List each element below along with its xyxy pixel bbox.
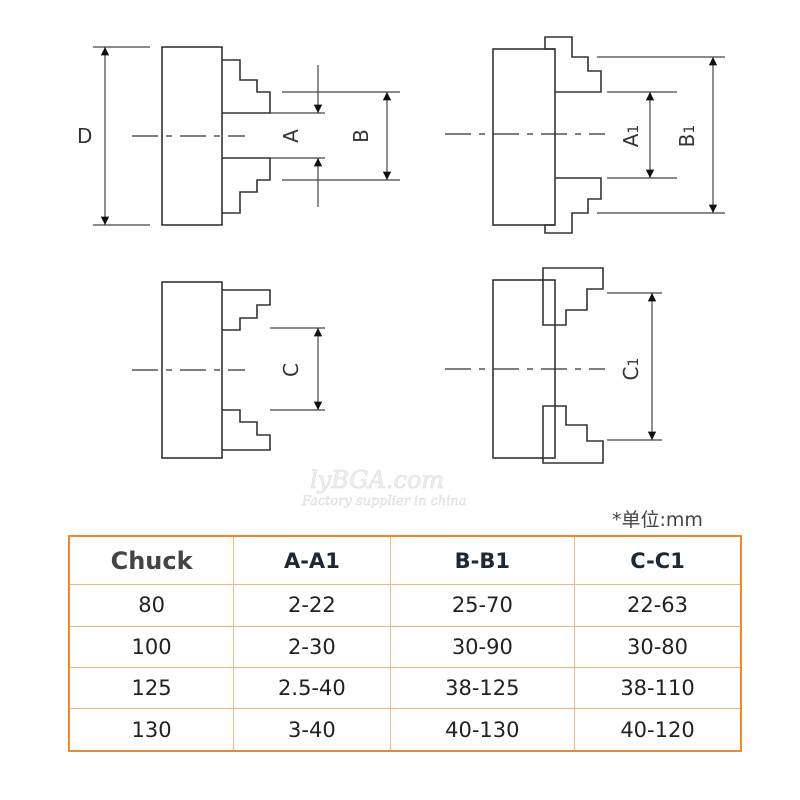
view-external-jaws: A1 B1 <box>445 36 725 234</box>
header-c-c1: C-C1 <box>574 535 742 586</box>
cell: 2.5-40 <box>233 666 391 710</box>
view-c1-grip: C1 <box>445 267 662 464</box>
svg-text:Factory supplier in china: Factory supplier in china <box>301 494 467 509</box>
label-b1: B1 <box>675 125 699 148</box>
cell: 38-125 <box>389 666 576 710</box>
label-a: A <box>279 129 303 143</box>
unit-note: *单位:mm <box>612 509 703 531</box>
cell: 80 <box>68 584 235 627</box>
label-c: C <box>279 363 303 377</box>
cell: 40-130 <box>389 708 576 752</box>
svg-text:lyBGA.com: lyBGA.com <box>310 466 444 494</box>
cell: 25-70 <box>389 584 576 627</box>
label-d: D <box>77 124 92 148</box>
table-header-row: Chuck A-A1 B-B1 C-C1 <box>68 535 742 586</box>
header-a-a1: A-A1 <box>233 535 391 586</box>
cell: 125 <box>68 666 235 710</box>
view-internal-jaws: D A B <box>77 46 400 226</box>
header-chuck: Chuck <box>68 535 235 586</box>
view-c-grip: C <box>132 281 325 459</box>
cell: 3-40 <box>233 708 391 752</box>
cell: 30-80 <box>574 625 742 668</box>
table-row: 100 2-30 30-90 30-80 <box>68 625 742 668</box>
label-a1: A1 <box>619 125 643 148</box>
table-row: 125 2.5-40 38-125 38-110 <box>68 666 742 710</box>
cell: 40-120 <box>574 708 742 752</box>
header-b-b1: B-B1 <box>389 535 576 586</box>
table-row: 130 3-40 40-130 40-120 <box>68 708 742 752</box>
cell: 130 <box>68 708 235 752</box>
cell: 38-110 <box>574 666 742 710</box>
cell: 100 <box>68 625 235 668</box>
cell: 2-22 <box>233 584 391 627</box>
watermark: lyBGA.com Factory supplier in china <box>301 466 467 510</box>
chuck-spec-table: Chuck A-A1 B-B1 C-C1 80 2-22 25-70 22-63… <box>68 535 742 752</box>
cell: 2-30 <box>233 625 391 668</box>
label-b: B <box>349 129 373 143</box>
table-row: 80 2-22 25-70 22-63 <box>68 584 742 627</box>
cell: 30-90 <box>389 625 576 668</box>
cell: 22-63 <box>574 584 742 627</box>
label-c1: C1 <box>619 358 643 381</box>
